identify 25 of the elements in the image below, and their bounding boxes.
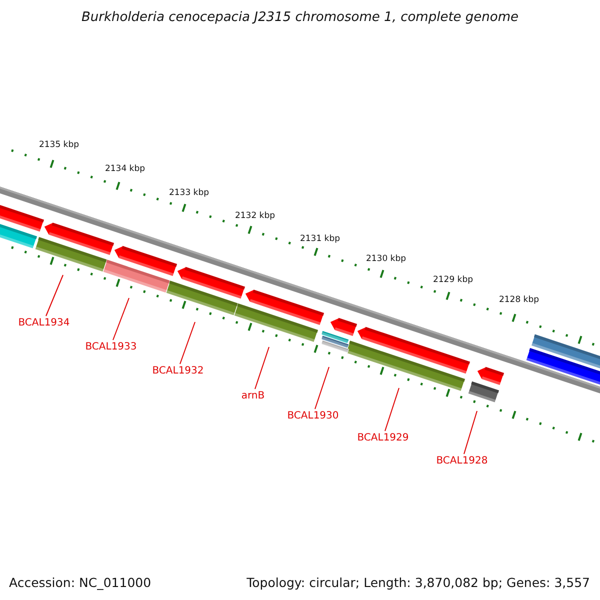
gene-label: BCAL1929 — [357, 432, 409, 444]
leader-line — [180, 322, 196, 364]
leader-line — [464, 410, 478, 454]
scale-label: 2132 kbp — [234, 211, 276, 221]
scale-label: 2135 kbp — [38, 140, 80, 150]
gene-label: arnB — [241, 390, 265, 402]
leader-line — [254, 346, 270, 390]
gene-label: BCAL1934 — [18, 318, 70, 328]
scale-label: 2134 kbp — [104, 164, 146, 174]
footer-text: Accession: NC_011000 — [9, 575, 152, 590]
leader-line — [384, 388, 400, 432]
gene-label: BCAL1930 — [287, 410, 339, 422]
scale-label: 2129 kbp — [432, 275, 474, 285]
scale-label: 2133 kbp — [168, 188, 210, 198]
gene-label: BCAL1932 — [152, 366, 204, 376]
scale-label: 2130 kbp — [366, 254, 406, 264]
scale-label: 2131 kbp — [300, 234, 340, 244]
leader-line — [112, 298, 130, 340]
leader-line — [46, 274, 64, 316]
footer-text: Topology: circular; Length: 3,870,082 bp; Genes: 3,557 — [246, 575, 590, 590]
title: Burkholderia cenocepacia J2315 chromosome 1, complete genome — [80, 10, 520, 25]
scale-label: 2128 kbp — [498, 295, 540, 305]
gene-label: BCAL1933 — [85, 342, 137, 352]
leader-line — [314, 366, 330, 410]
gene-label: BCAL1928 — [436, 456, 488, 466]
